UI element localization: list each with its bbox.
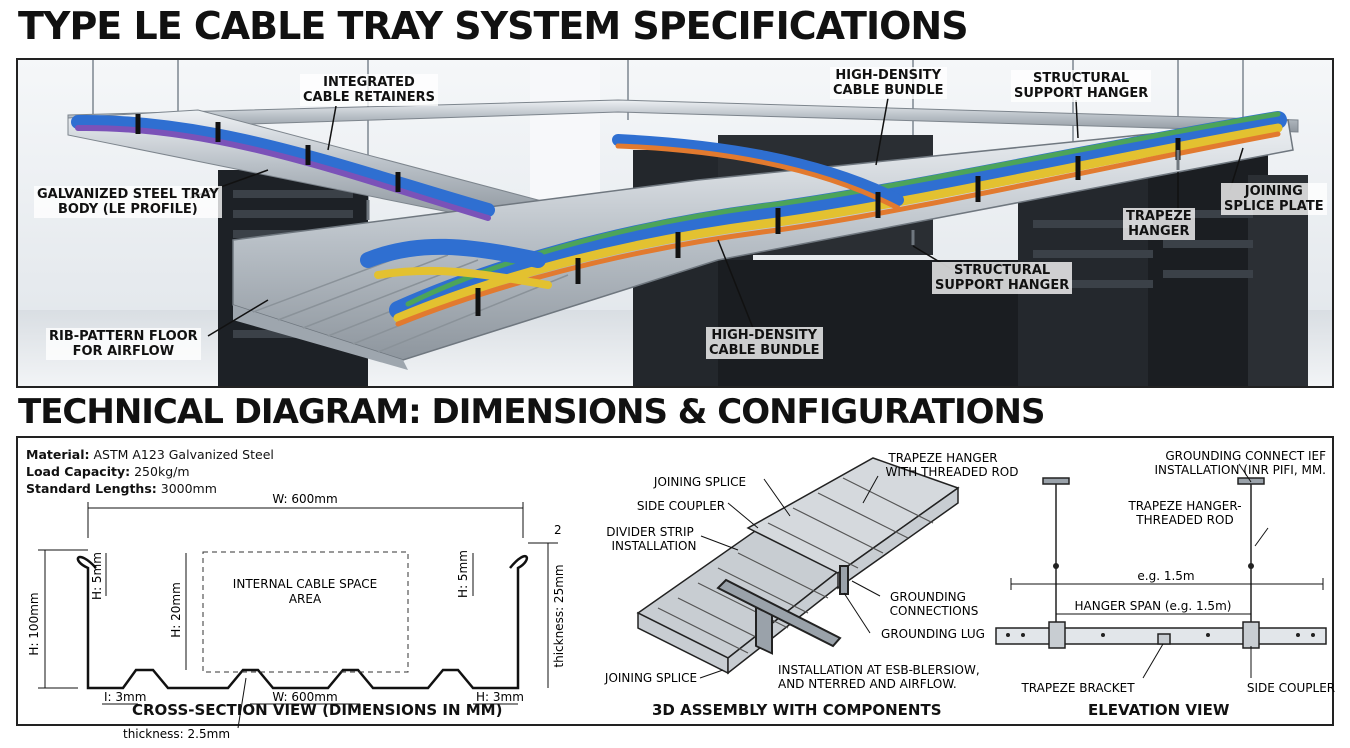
dim-2: 2 [554, 523, 562, 537]
elevation-span-top: e.g. 1.5m [1137, 569, 1194, 583]
assembly-side-coupler: SIDE COUPLER [637, 499, 725, 513]
assembly-grounding-2: CONNECTIONS [890, 604, 979, 618]
technical-panel: Material: ASTM A123 Galvanized Steel Loa… [16, 436, 1335, 741]
assembly-install-2: AND NTERRED AND AIRFLOW. [778, 677, 957, 691]
callout-integrated-retainers: INTEGRATED CABLE RETAINERS [300, 74, 438, 106]
elevation-span-inner: HANGER SPAN (e.g. 1.5m) [1075, 599, 1232, 613]
dim-thickness-bottom: thickness: 2.5mm [123, 727, 230, 741]
dim-rib-left: I: 3mm [104, 690, 146, 704]
callout-joining-splice-plate: JOINING SPLICE PLATE [1221, 183, 1327, 215]
callout-rib-floor: RIB-PATTERN FLOOR FOR AIRFLOW [46, 328, 201, 360]
dim-height-left: H: 100mm [27, 592, 41, 655]
dim-lip-left: H: 5mm [90, 552, 104, 600]
spec-load: Load Capacity: 250kg/m [26, 464, 190, 479]
assembly-divider-1: DIVIDER STRIP [606, 525, 694, 539]
elevation-coupler: SIDE COUPLER [1247, 681, 1335, 695]
assembly-joining-splice-bottom: JOINING SPLICE [604, 671, 697, 685]
elevation-caption: ELEVATION VIEW [1088, 701, 1230, 719]
rib-floor [233, 305, 408, 370]
assembly-trapeze-2: WITH THREADED ROD [886, 465, 1019, 479]
callout-bundle-top: HIGH-DENSITY CABLE BUNDLE [830, 67, 947, 99]
dim-lip-right: H: 5mm [456, 550, 470, 598]
space-label-1: INTERNAL CABLE SPACE [233, 577, 377, 591]
dim-thickness-right: thickness: 25mm [552, 564, 566, 667]
elevation-diagram: GROUNDING CONNECT IEF INSTALLATION (INR … [995, 449, 1335, 695]
dim-width-top: W: 600mm [272, 492, 337, 506]
callout-tray-body: GALVANIZED STEEL TRAY BODY (LE PROFILE) [34, 186, 222, 218]
elevation-ground-1: GROUNDING CONNECT IEF [1165, 449, 1326, 463]
cross-section-diagram: W: 600mm 2 H: 100mm H: 5mm H: 20mm INTER… [27, 492, 566, 741]
main-title: TYPE LE CABLE TRAY SYSTEM SPECIFICATIONS [18, 4, 969, 48]
space-label-2: AREA [289, 592, 322, 606]
elevation-rod-2: THREADED ROD [1135, 513, 1233, 527]
assembly-caption: 3D ASSEMBLY WITH COMPONENTS [652, 701, 942, 719]
dim-width-bottom: W: 600mm [272, 690, 337, 704]
column [530, 60, 600, 210]
technical-title: TECHNICAL DIAGRAM: DIMENSIONS & CONFIGUR… [18, 392, 1045, 432]
cross-section-caption: CROSS-SECTION VIEW (DIMENSIONS IN MM) [132, 701, 503, 719]
assembly-trapeze-1: TRAPEZE HANGER [887, 451, 997, 465]
assembly-grounding-1: GROUNDING [890, 590, 966, 604]
assembly-diagram: JOINING SPLICE SIDE COUPLER DIVIDER STRI… [604, 451, 1019, 691]
dim-rib-right: H: 3mm [476, 690, 524, 704]
callout-support-hanger-top: STRUCTURAL SUPPORT HANGER [1011, 70, 1152, 102]
assembly-divider-2: INSTALLATION [612, 539, 697, 553]
assembly-install-1: INSTALLATION AT ESB-BLERSIOW, [778, 663, 980, 677]
cable-bundles [71, 111, 1287, 327]
assembly-joining-splice-top: JOINING SPLICE [653, 475, 746, 489]
assembly-grounding-lug: GROUNDING LUG [881, 627, 985, 641]
callout-bundle-bottom: HIGH-DENSITY CABLE BUNDLE [706, 327, 823, 359]
cable-ties [135, 114, 1181, 316]
callout-support-hanger-mid: STRUCTURAL SUPPORT HANGER [932, 262, 1073, 294]
elevation-rod-1: TRAPEZE HANGER- [1127, 499, 1241, 513]
dim-inner-height: H: 20mm [169, 582, 183, 638]
elevation-ground-2: INSTALLATION (INR PIFI, MM. [1155, 463, 1327, 477]
spec-list: Material: ASTM A123 Galvanized Steel Loa… [26, 446, 274, 497]
elevation-bracket: TRAPEZE BRACKET [1020, 681, 1135, 695]
spec-length: Standard Lengths: 3000mm [26, 481, 217, 496]
callout-trapeze-hanger: TRAPEZE HANGER [1123, 208, 1195, 240]
spec-material: Material: ASTM A123 Galvanized Steel [26, 447, 274, 462]
tray-hangers [366, 150, 1180, 245]
photo-panel: INTEGRATED CABLE RETAINERS HIGH-DENSITY … [16, 58, 1334, 388]
